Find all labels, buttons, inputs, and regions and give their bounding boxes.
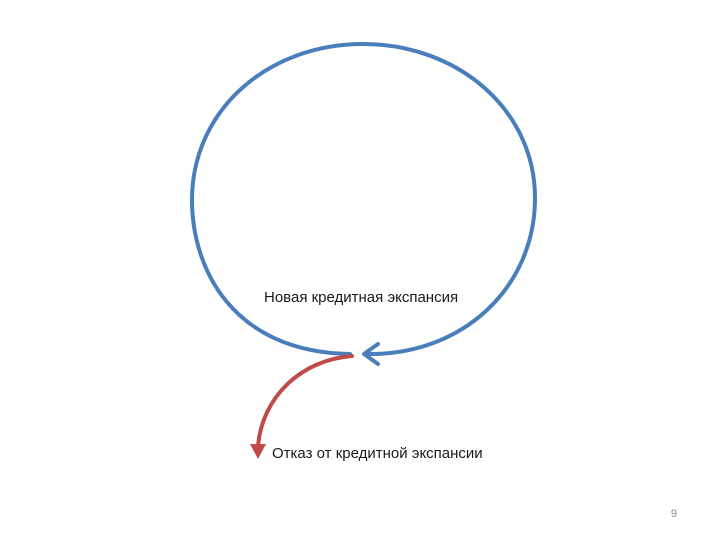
cycle-arrow [189, 41, 538, 357]
refusal-credit-expansion-label: Отказ от кредитной экспансии [272, 445, 483, 462]
cycle-arrowhead [362, 342, 380, 366]
new-credit-expansion-label: Новая кредитная экспансия [264, 289, 459, 306]
exit-arrowhead [250, 444, 266, 459]
page-number: 9 [670, 508, 677, 520]
exit-arrow [256, 354, 354, 448]
